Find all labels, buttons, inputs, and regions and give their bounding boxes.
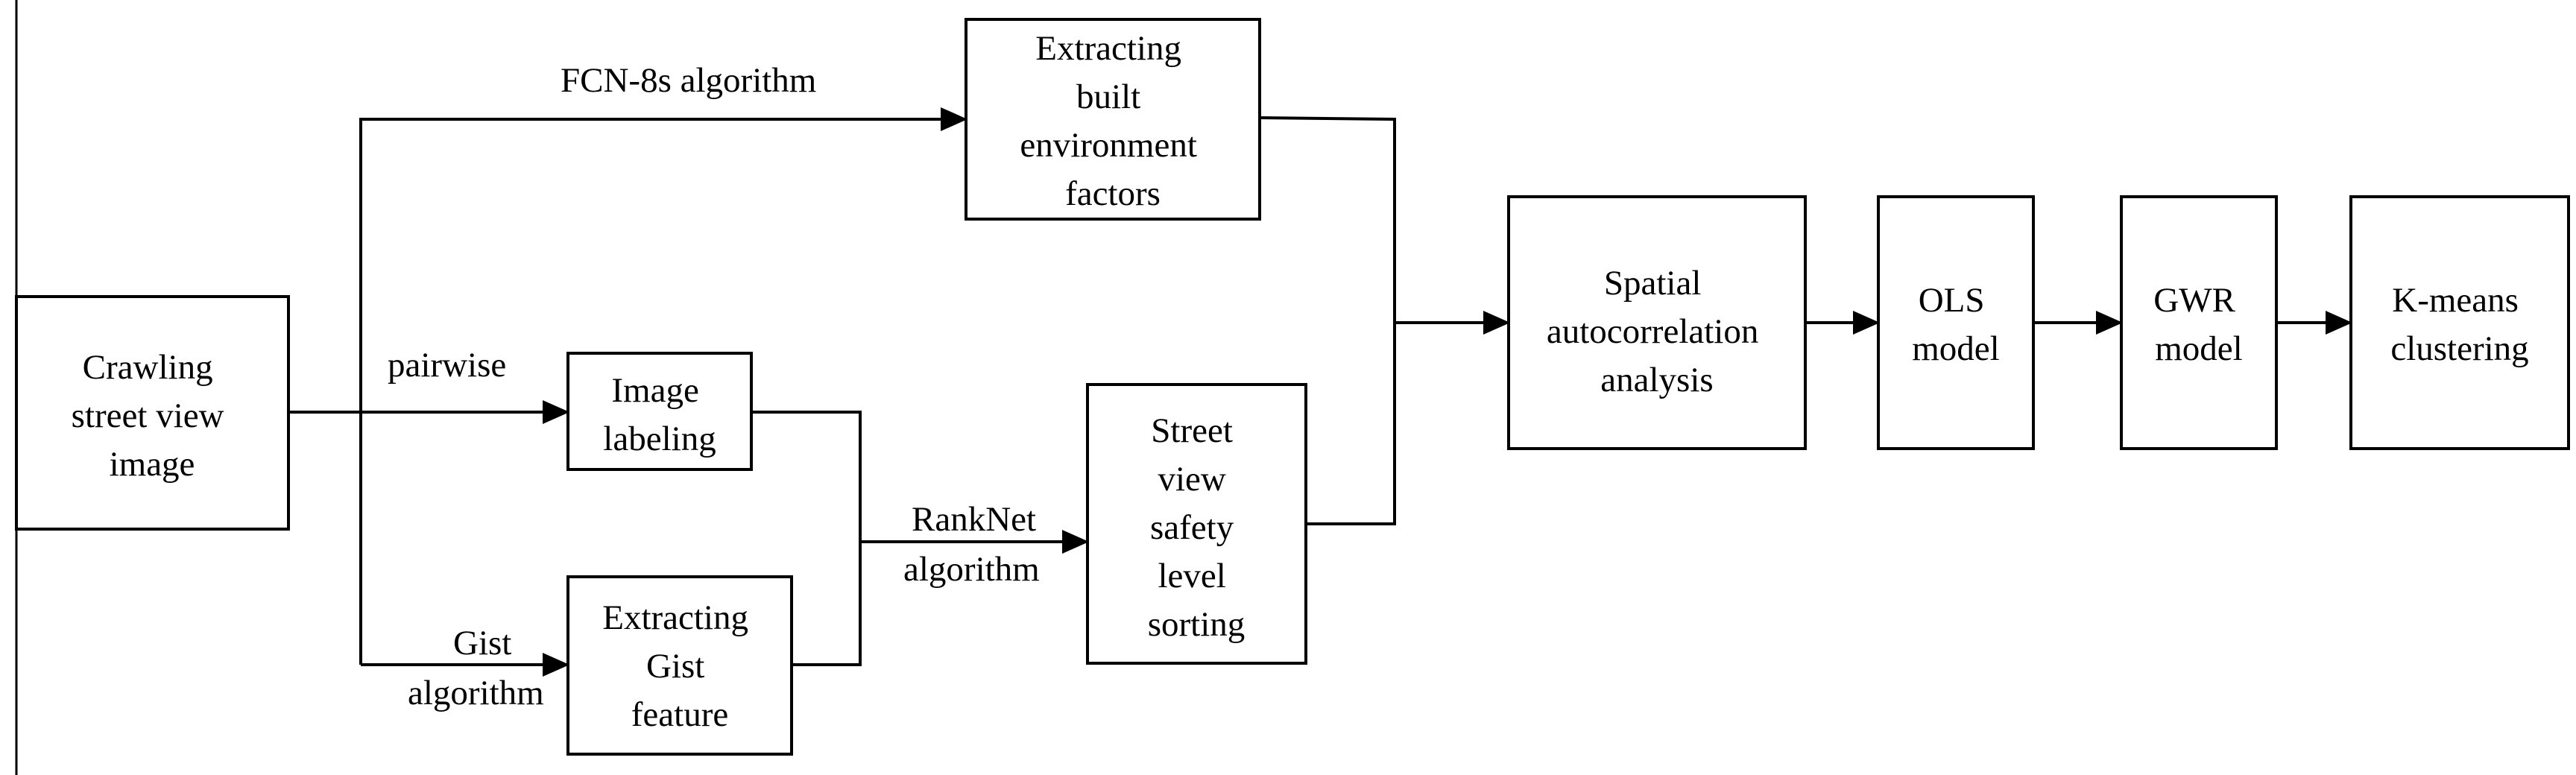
node-extracting-gist-line: Extracting <box>602 598 748 637</box>
node-image-labeling-label: Image labeling <box>603 371 716 458</box>
node-spatial-line: analysis <box>1600 361 1713 399</box>
node-safety-sorting-line: Street <box>1151 411 1233 450</box>
node-extracting-built-label: Extracting built environment factors <box>1020 29 1205 213</box>
node-safety-sorting-line: view <box>1158 460 1225 499</box>
node-spatial-label: Spatial autocorrelation analysis <box>1547 264 1767 399</box>
node-safety-sorting-line: level <box>1158 557 1225 595</box>
node-spatial-box <box>1507 195 1807 450</box>
node-crawling-line: Crawling <box>83 348 213 387</box>
node-spatial-line: autocorrelation <box>1547 312 1758 351</box>
edge-label-fcn: FCN-8s algorithm <box>561 61 816 100</box>
node-kmeans-label: K-means clustering <box>2390 281 2528 368</box>
node-crawling-line: image <box>110 445 195 484</box>
edge-label-gist: Gist <box>453 624 511 662</box>
node-crawling-box <box>15 295 290 531</box>
node-image-labeling-line: labeling <box>603 420 716 458</box>
node-safety-sorting-box <box>1086 383 1307 665</box>
node-crawling-label: Crawling street view image <box>72 348 233 484</box>
node-extracting-built-box <box>965 18 1261 221</box>
node-gwr-line: GWR <box>2153 281 2235 320</box>
node-ols-line: model <box>1912 329 1999 368</box>
node-gwr-label: GWR model <box>2153 281 2244 368</box>
node-image-labeling-line: Image <box>611 371 698 410</box>
node-extracting-gist-line: feature <box>631 695 728 734</box>
node-safety-sorting-line: safety <box>1150 508 1234 547</box>
node-extracting-built-line: environment <box>1020 126 1197 165</box>
node-crawling-line: street view <box>72 396 224 435</box>
node-extracting-built-line: built <box>1076 78 1140 116</box>
edge-label-ranknet-algorithm: algorithm <box>903 550 1040 589</box>
node-extracting-gist-label: Extracting Gist feature <box>602 598 757 734</box>
node-safety-sorting-line: sorting <box>1148 605 1246 644</box>
node-spatial-line: Spatial <box>1604 264 1702 303</box>
node-gwr-line: model <box>2155 329 2242 368</box>
node-kmeans-line: K-means <box>2392 281 2519 320</box>
connector-image-labeling-merge <box>751 411 862 666</box>
node-kmeans-box <box>2349 195 2570 450</box>
node-extracting-built-line: factors <box>1065 174 1161 213</box>
node-kmeans-line: clustering <box>2390 329 2528 368</box>
edge-label-pairwise: pairwise <box>388 346 506 385</box>
node-ols-label: OLS model <box>1912 281 1999 368</box>
node-image-labeling-box <box>566 352 753 471</box>
node-ols-box <box>1877 195 2035 450</box>
node-safety-sorting-label: Street view safety level sorting <box>1148 411 1246 644</box>
node-extracting-gist-line: Gist <box>646 647 704 686</box>
edge-label-gist-algorithm: algorithm <box>408 674 544 712</box>
node-ols-line: OLS <box>1919 281 1985 320</box>
node-extracting-built-line: Extracting <box>1035 29 1181 68</box>
node-extracting-gist-box <box>566 575 793 756</box>
node-gwr-box <box>2120 195 2278 450</box>
edge-label-ranknet: RankNet <box>912 500 1036 539</box>
